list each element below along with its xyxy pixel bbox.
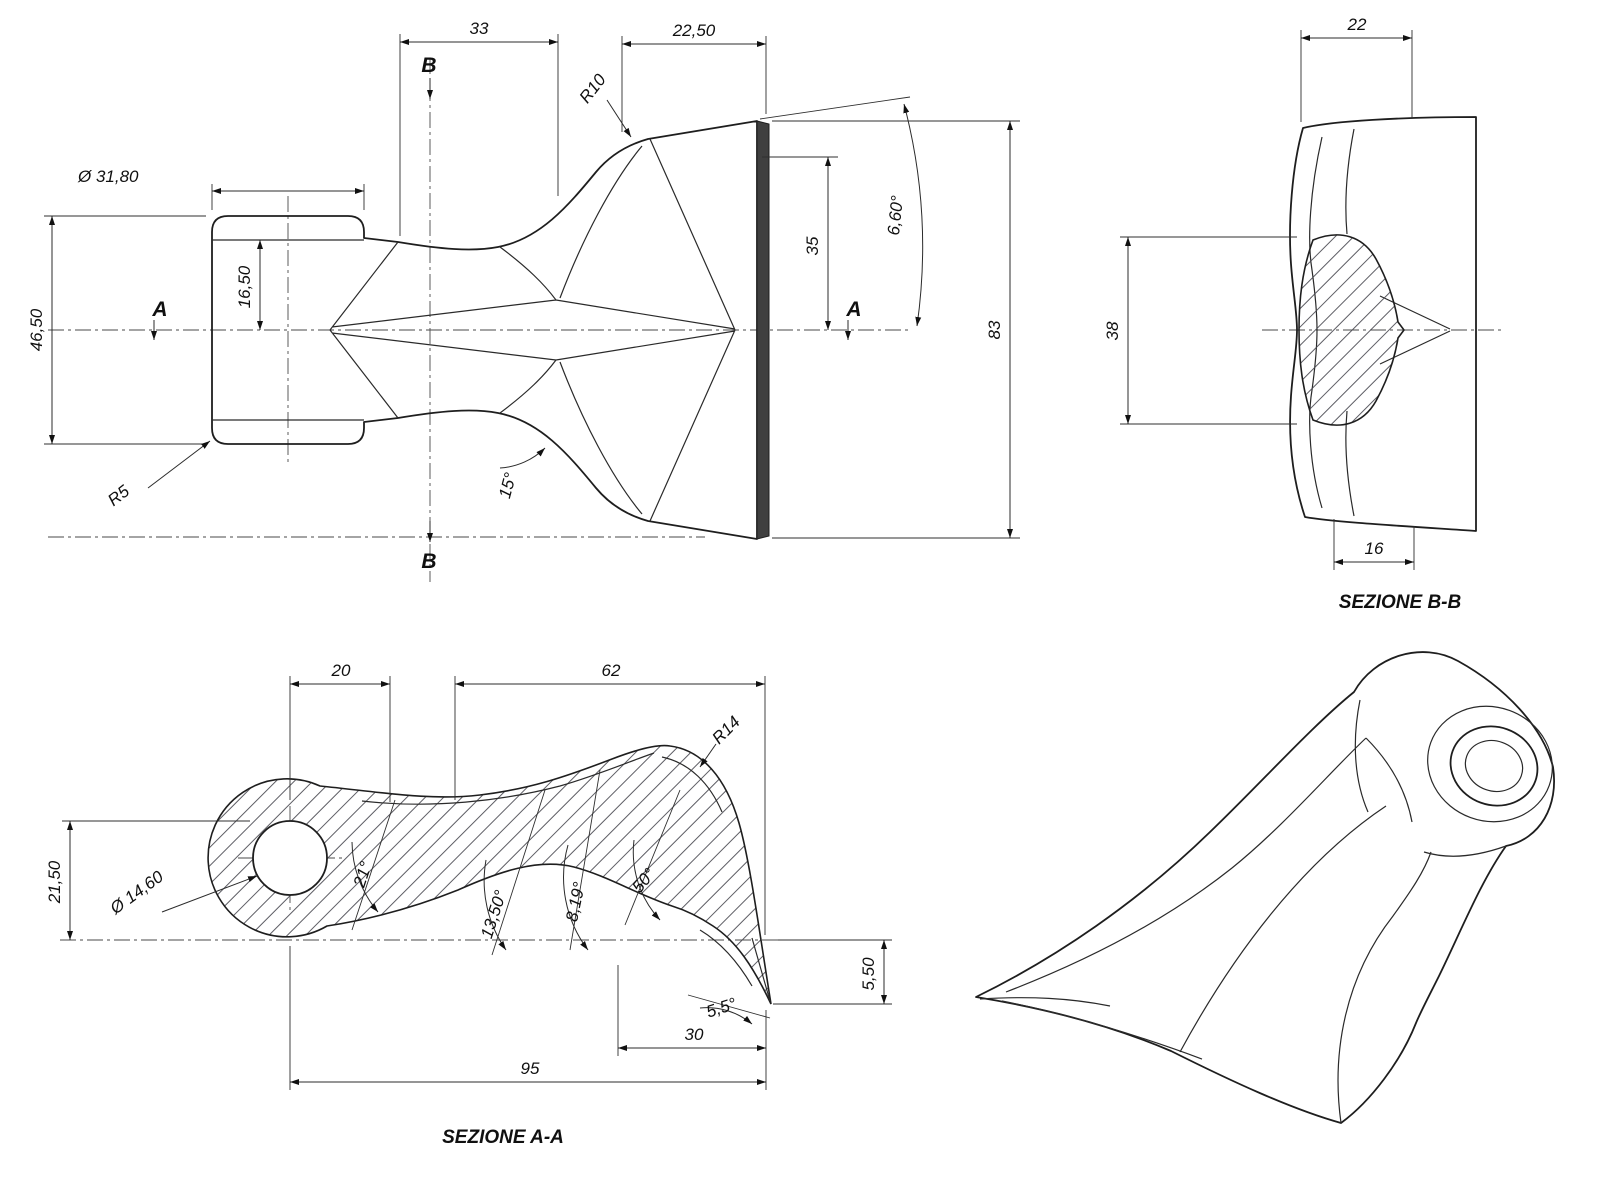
ext-lines-22 xyxy=(1300,30,1413,122)
dim-819-label: 8,19° xyxy=(562,880,589,923)
dim-r10-label: R10 xyxy=(576,70,611,107)
dim-660-label: 6,60° xyxy=(884,194,907,236)
part-outline-bb xyxy=(1289,116,1477,532)
dim-33-label: 33 xyxy=(470,19,489,38)
iso-bore-inner xyxy=(1464,739,1524,793)
dim-62-label: 62 xyxy=(602,661,621,680)
iso-hub-rim xyxy=(1427,705,1553,823)
dim-arc-660 xyxy=(903,103,924,327)
dim-550-label: 5,50 xyxy=(859,957,878,991)
ext-lines-550 xyxy=(773,939,892,1005)
aa-hatched-section xyxy=(207,744,772,1005)
dim-20-label: 20 xyxy=(331,661,351,680)
bore-hole xyxy=(252,820,328,896)
ext-lines-33 xyxy=(399,34,559,236)
dim-2250-label: 22,50 xyxy=(672,21,716,40)
dim-83-label: 83 xyxy=(985,320,1004,339)
dim-arc-819 xyxy=(563,844,589,951)
front-part-geometry xyxy=(48,58,912,582)
blade-edge-face xyxy=(756,120,770,540)
ext-lines-4650 xyxy=(44,215,206,445)
dim-r14-label: R14 xyxy=(708,712,743,747)
section-marker-a-right: A xyxy=(845,298,861,321)
ext-lines-38 xyxy=(1120,236,1297,425)
bb-part-geometry xyxy=(1262,116,1502,532)
dim-arc-1350 xyxy=(483,859,507,951)
dim-55-label: 5,5° xyxy=(704,994,739,1022)
dim-38-label: 38 xyxy=(1103,321,1122,340)
iso-bore-outer xyxy=(1449,725,1539,807)
dim-arc-15 xyxy=(499,447,546,469)
section-marker-a-left: A xyxy=(151,298,167,321)
iso-silhouette xyxy=(975,651,1555,1124)
dim-16-label: 16 xyxy=(1365,539,1384,558)
bb-dimensions: 22 38 16 SEZIONE B-B xyxy=(1103,15,1462,613)
section-marker-b-top: B xyxy=(421,54,436,77)
iso-surface-lines xyxy=(979,699,1507,1124)
dim-arc-50 xyxy=(632,839,661,921)
ext-lines-95 xyxy=(289,946,767,1090)
front-view: 33 B B 22,50 R10 Ø 31,80 16,50 46,50 xyxy=(27,19,1020,582)
front-dimensions: 33 B B 22,50 R10 Ø 31,80 16,50 46,50 xyxy=(27,19,1020,573)
section-bb-title: SEZIONE B-B xyxy=(1339,592,1462,613)
isometric-view xyxy=(975,651,1555,1124)
aa-angle-construction-lines xyxy=(351,769,771,1019)
bb-hatched-section xyxy=(1298,234,1405,426)
dim-arc-21 xyxy=(351,841,379,913)
dim-1650-label: 16,50 xyxy=(235,265,254,308)
leader-r14 xyxy=(699,743,717,768)
part-inner-lines-front xyxy=(212,138,736,522)
dim-3180-label: Ø 31,80 xyxy=(77,167,139,186)
center-lines xyxy=(48,58,912,582)
dim-35-label: 35 xyxy=(803,236,822,255)
aa-inner-lines xyxy=(361,752,771,1002)
section-bb-view: 22 38 16 SEZIONE B-B xyxy=(1103,15,1502,613)
ext-lines-2250 xyxy=(621,36,767,132)
aa-part-geometry xyxy=(60,744,778,1019)
part-outline-front xyxy=(211,120,758,540)
dim-1460-label: Ø 14,60 xyxy=(106,867,167,919)
dim-2150-label: 21,50 xyxy=(45,860,64,904)
leader-r10 xyxy=(606,99,632,138)
ext-lines-62 xyxy=(454,676,766,935)
section-aa-view: 20 62 R14 Ø 14,60 21,50 21° 13,50° 8,19 xyxy=(45,661,892,1148)
ext-lines-83 xyxy=(772,120,1020,539)
dim-arc-55 xyxy=(699,1007,753,1025)
leader-r5 xyxy=(147,440,211,489)
dim-4650-label: 46,50 xyxy=(27,308,46,351)
dim-r5-label: R5 xyxy=(104,481,133,510)
section-aa-title: SEZIONE A-A xyxy=(442,1127,564,1148)
dim-22-label: 22 xyxy=(1347,15,1367,34)
dim-30-label: 30 xyxy=(685,1025,704,1044)
leader-1460 xyxy=(161,875,258,913)
section-marker-b-bottom: B xyxy=(421,550,436,573)
aa-dimensions: 20 62 R14 Ø 14,60 21,50 21° 13,50° 8,19 xyxy=(45,661,892,1148)
ext-lines-20 xyxy=(289,676,391,802)
ext-line-660 xyxy=(759,96,911,120)
dim-15-label: 15° xyxy=(495,471,520,501)
dim-95-label: 95 xyxy=(521,1059,540,1078)
